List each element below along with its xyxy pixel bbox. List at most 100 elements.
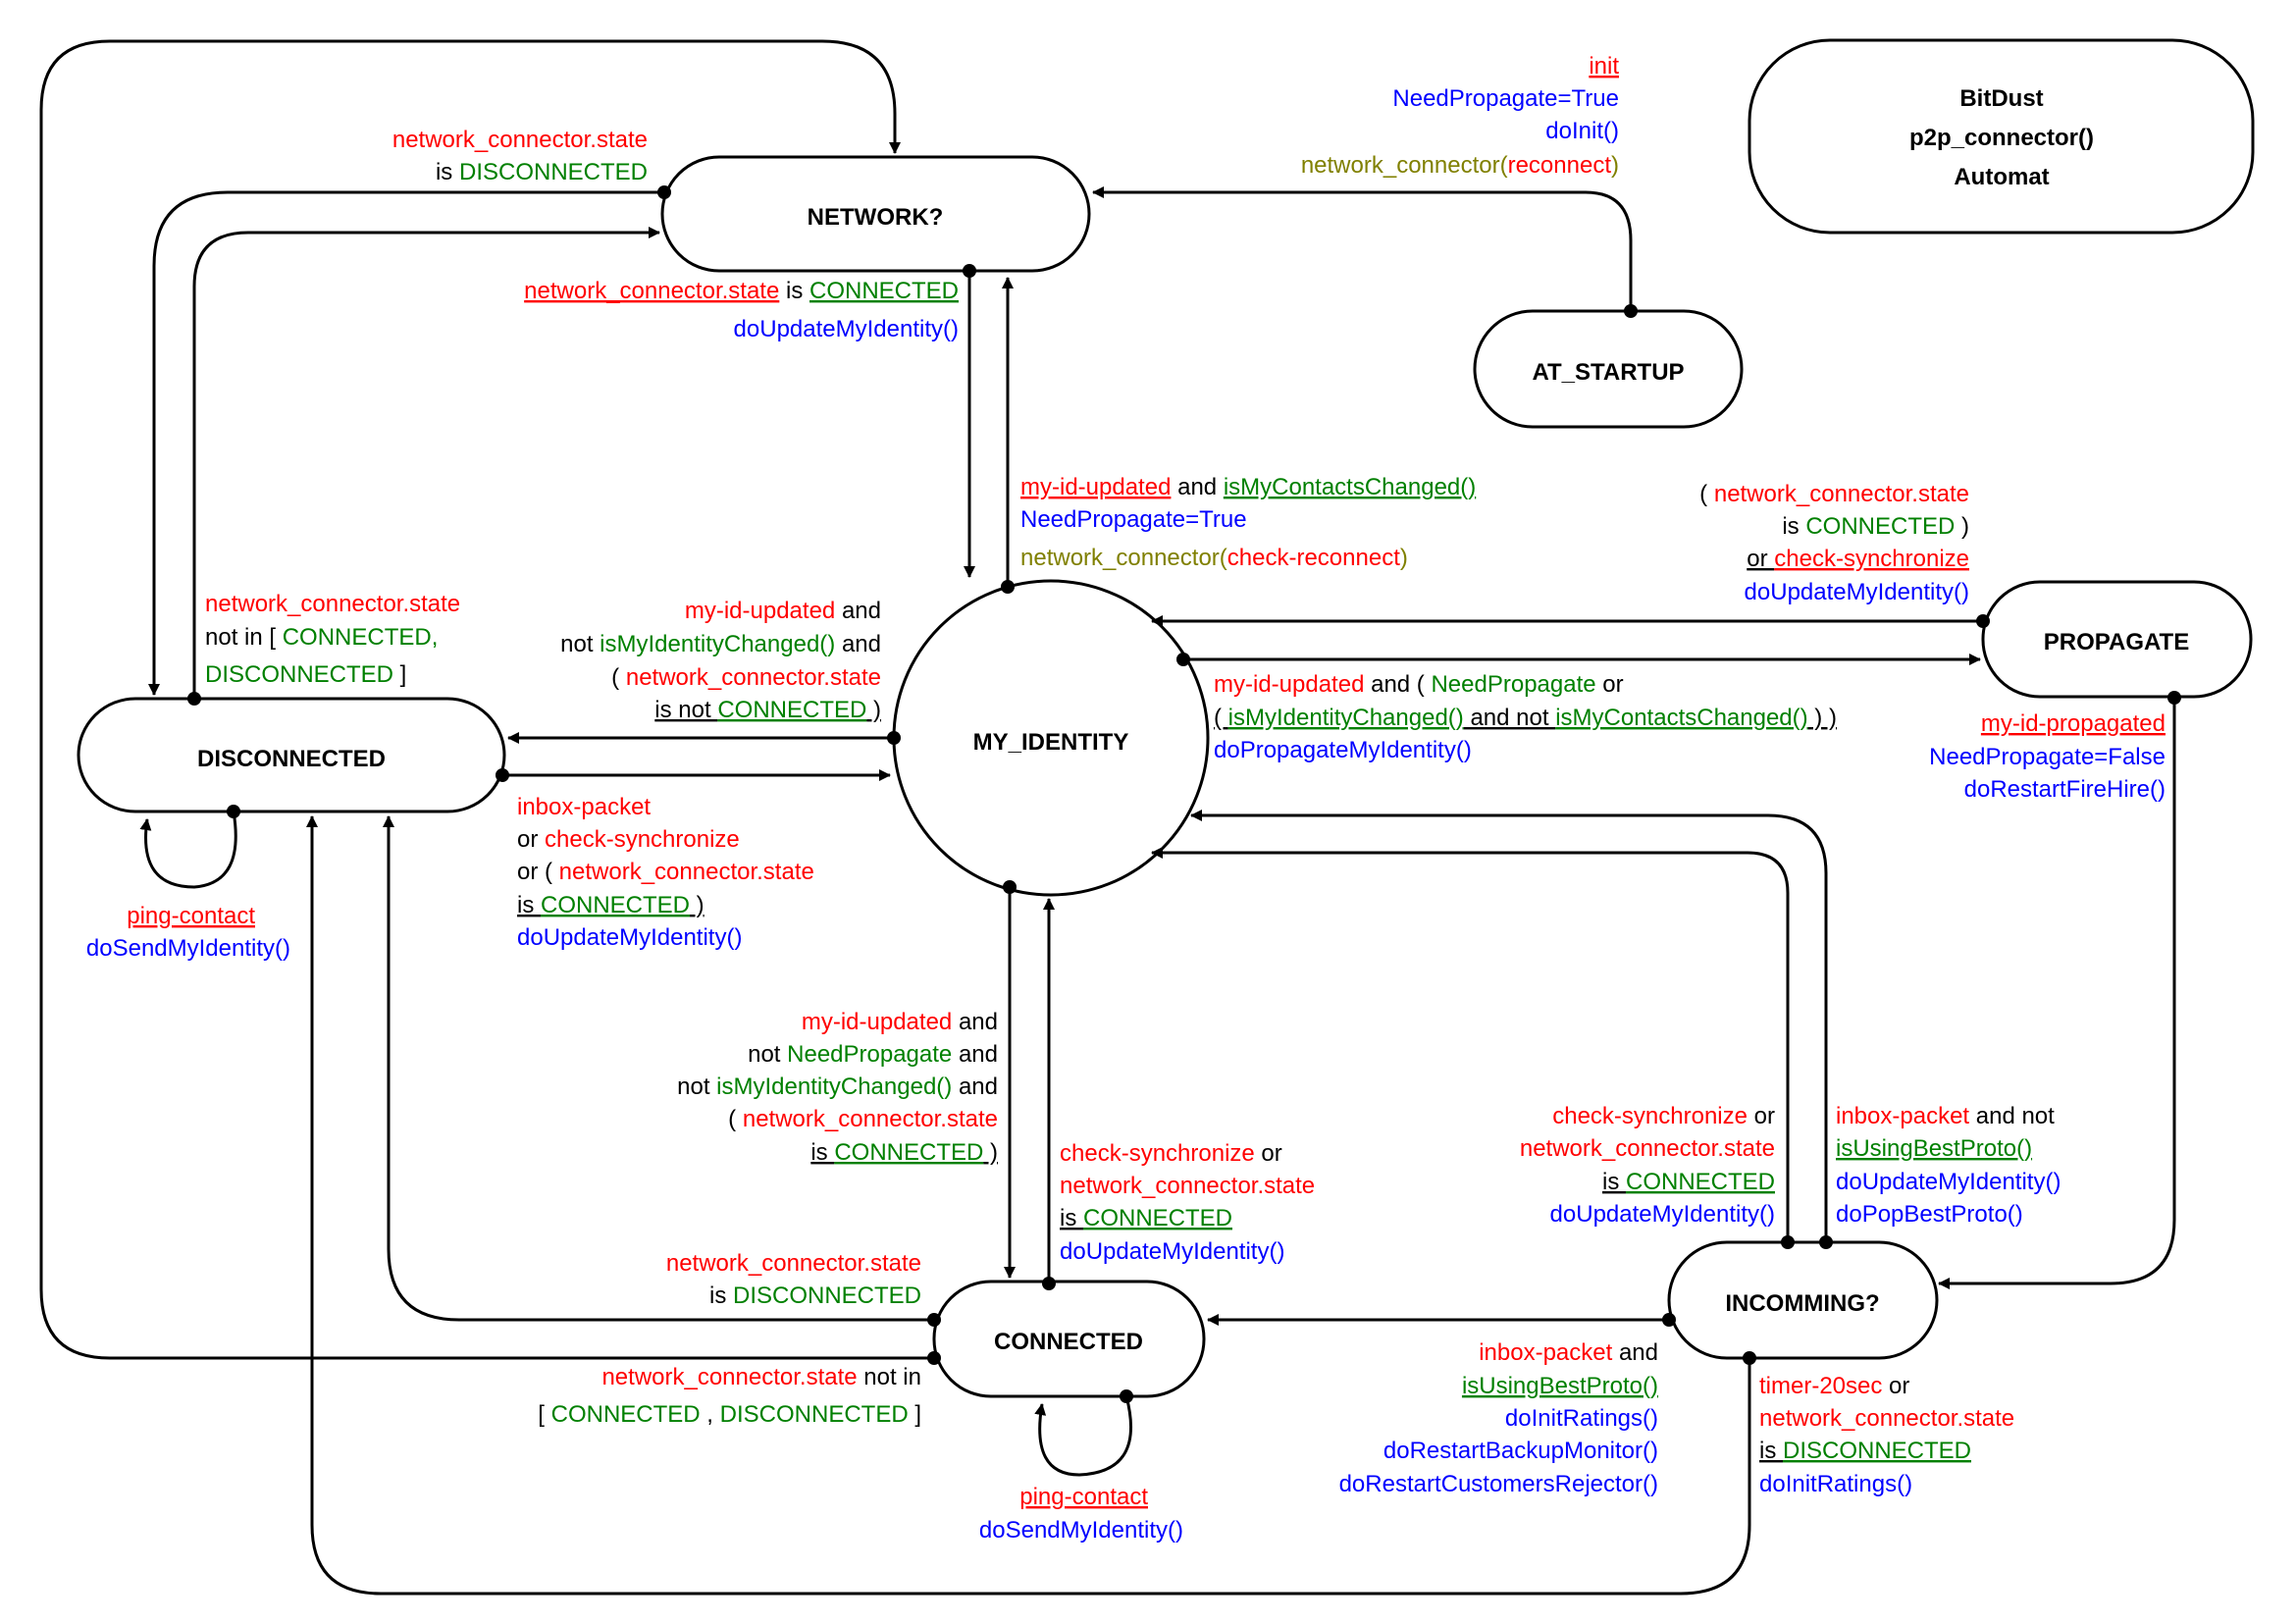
svg-text:not isMyIdentityChanged() and: not isMyIdentityChanged() and	[677, 1073, 998, 1100]
edge-inc-to-disc	[306, 815, 1751, 1596]
svg-text:doPropagateMyIdentity(): doPropagateMyIdentity()	[1214, 737, 1472, 763]
svg-text:my-id-propagated: my-id-propagated	[1981, 710, 2166, 737]
svg-text:doInit(): doInit()	[1545, 118, 1619, 144]
svg-text:doUpdateMyIdentity(): doUpdateMyIdentity()	[734, 316, 959, 342]
svg-text:doSendMyIdentity(): doSendMyIdentity()	[86, 935, 290, 962]
svg-text:or ( network_connector.state: or ( network_connector.state	[517, 859, 814, 885]
edge-dot	[1042, 1277, 1056, 1290]
state-my-identity: MY_IDENTITY	[892, 579, 1210, 897]
edge-disc-self	[139, 811, 237, 889]
edge-dot	[1120, 1389, 1133, 1403]
edge-init	[1092, 186, 1633, 311]
svg-text:doUpdateMyIdentity(): doUpdateMyIdentity()	[1836, 1169, 2061, 1195]
svg-text:network_connector.state: network_connector.state	[392, 127, 648, 153]
svg-text:doSendMyIdentity(): doSendMyIdentity()	[979, 1517, 1183, 1544]
svg-text:is DISCONNECTED: is DISCONNECTED	[709, 1283, 921, 1309]
svg-text:check-synchronize or: check-synchronize or	[1060, 1140, 1282, 1167]
svg-text:network_connector.state: network_connector.state	[1520, 1135, 1775, 1162]
svg-text:doInitRatings(): doInitRatings()	[1759, 1471, 1912, 1497]
svg-text:doPopBestProto(): doPopBestProto()	[1836, 1201, 2023, 1228]
svg-text:network_connector(check-reconn: network_connector(check-reconnect)	[1020, 545, 1408, 571]
svg-text:inbox-packet and: inbox-packet and	[1479, 1339, 1658, 1366]
edge-conn-self	[1034, 1395, 1132, 1477]
svg-text:doUpdateMyIdentity(): doUpdateMyIdentity()	[1745, 579, 1969, 605]
svg-text:( isMyIdentityChanged() and no: ( isMyIdentityChanged() and not isMyCont…	[1214, 705, 1837, 731]
svg-text:( network_connector.state: ( network_connector.state	[611, 664, 881, 691]
edge-inc-to-myid-outer	[1190, 810, 1828, 1242]
svg-text:doUpdateMyIdentity(): doUpdateMyIdentity()	[1060, 1238, 1284, 1265]
edge-dot	[887, 731, 901, 745]
svg-text:doUpdateMyIdentity(): doUpdateMyIdentity()	[517, 924, 742, 951]
edge-conn-to-net	[39, 39, 934, 1360]
svg-text:doUpdateMyIdentity(): doUpdateMyIdentity()	[1550, 1201, 1775, 1228]
svg-text:NeedPropagate=True: NeedPropagate=True	[1020, 506, 1247, 533]
svg-text:inbox-packet and not: inbox-packet and not	[1836, 1103, 2055, 1129]
svg-text:or check-synchronize: or check-synchronize	[517, 826, 740, 853]
svg-text:BitDust: BitDust	[1959, 85, 2043, 112]
svg-text:is CONNECTED ): is CONNECTED )	[517, 892, 704, 918]
edges	[39, 39, 2181, 1596]
edge-dot	[1781, 1235, 1795, 1249]
svg-text:[ CONNECTED , DISCONNECTED ]: [ CONNECTED , DISCONNECTED ]	[538, 1401, 921, 1428]
svg-text:is CONNECTED ): is CONNECTED )	[810, 1139, 998, 1166]
svg-text:( network_connector.state: ( network_connector.state	[728, 1106, 998, 1132]
svg-text:init: init	[1589, 53, 1619, 79]
svg-text:my-id-updated and: my-id-updated and	[685, 598, 881, 624]
svg-text:DISCONNECTED ]: DISCONNECTED ]	[205, 661, 406, 688]
svg-text:is CONNECTED ): is CONNECTED )	[1782, 513, 1969, 540]
edge-dot	[927, 1351, 941, 1365]
edge-dot	[496, 768, 509, 782]
edge-conn-to-disc	[383, 815, 934, 1322]
label-conn-to-myid: check-synchronize or network_connector.s…	[1060, 1140, 1315, 1265]
svg-text:not in [ CONNECTED,: not in [ CONNECTED,	[205, 624, 438, 651]
svg-text:network_connector.state: network_connector.state	[1060, 1173, 1315, 1199]
svg-text:isUsingBestProto(): isUsingBestProto()	[1836, 1135, 2032, 1162]
svg-text:timer-20sec or: timer-20sec or	[1759, 1373, 1909, 1399]
label-conn-self: ping-contact doSendMyIdentity()	[979, 1484, 1183, 1544]
svg-text:check-synchronize or: check-synchronize or	[1552, 1103, 1775, 1129]
svg-text:NETWORK?: NETWORK?	[808, 204, 944, 231]
svg-text:CONNECTED: CONNECTED	[994, 1329, 1143, 1355]
svg-text:not NeedPropagate and: not NeedPropagate and	[748, 1041, 998, 1068]
edge-dot	[1176, 653, 1190, 666]
edge-dot	[657, 185, 671, 199]
edge-dot	[1003, 880, 1017, 894]
edge-dot	[963, 264, 976, 278]
svg-text:network_connector.state: network_connector.state	[1759, 1405, 2014, 1432]
state-title-box: BitDust p2p_connector() Automat	[1748, 38, 2255, 235]
edge-inc-to-myid-inner	[1151, 847, 1790, 1242]
svg-text:doInitRatings(): doInitRatings()	[1505, 1405, 1658, 1432]
svg-text:network_connector.state not in: network_connector.state not in	[601, 1364, 921, 1390]
label-prop-to-myid: ( network_connector.state is CONNECTED )…	[1699, 481, 1969, 605]
svg-text:network_connector(reconnect): network_connector(reconnect)	[1301, 152, 1619, 179]
label-disc-self: ping-contact doSendMyIdentity()	[86, 903, 290, 962]
svg-text:AT_STARTUP: AT_STARTUP	[1532, 359, 1684, 386]
edge-disc-to-net	[192, 227, 660, 699]
label-conn-to-disc: network_connector.state is DISCONNECTED	[666, 1250, 921, 1309]
svg-text:p2p_connector(): p2p_connector()	[1909, 125, 2094, 151]
label-myid-to-disc: my-id-updated and not isMyIdentityChange…	[560, 598, 881, 723]
label-net-to-disc: network_connector.state is DISCONNECTED	[392, 127, 648, 185]
svg-text:isUsingBestProto(): isUsingBestProto()	[1462, 1373, 1658, 1399]
label-disc-to-net: network_connector.state not in [ CONNECT…	[205, 591, 460, 688]
svg-text:is DISCONNECTED: is DISCONNECTED	[1759, 1438, 1971, 1464]
svg-text:my-id-updated and: my-id-updated and	[802, 1009, 998, 1035]
label-inc-to-disc: timer-20sec or network_connector.state i…	[1759, 1373, 2014, 1497]
state-disconnected: DISCONNECTED	[77, 697, 506, 813]
svg-text:NeedPropagate=True: NeedPropagate=True	[1392, 85, 1619, 112]
svg-text:is not CONNECTED ): is not CONNECTED )	[654, 697, 881, 723]
edge-dot	[1976, 614, 1990, 628]
label-inc-to-conn: inbox-packet and isUsingBestProto() doIn…	[1339, 1339, 1658, 1497]
label-inc-to-myid-a: check-synchronize or network_connector.s…	[1520, 1103, 1775, 1228]
svg-text:PROPAGATE: PROPAGATE	[2044, 629, 2189, 655]
svg-text:DISCONNECTED: DISCONNECTED	[197, 746, 386, 772]
label-inc-to-myid-b: inbox-packet and not isUsingBestProto() …	[1836, 1103, 2061, 1228]
svg-text:network_connector.state: network_connector.state	[666, 1250, 921, 1277]
edge-dot	[1743, 1351, 1756, 1365]
edge-net-to-disc	[148, 190, 664, 696]
edge-dot	[187, 692, 201, 706]
label-myid-to-prop: my-id-updated and ( NeedPropagate or ( i…	[1214, 671, 1837, 763]
edge-dot	[1001, 580, 1015, 594]
state-incomming: INCOMMING?	[1667, 1240, 1939, 1360]
